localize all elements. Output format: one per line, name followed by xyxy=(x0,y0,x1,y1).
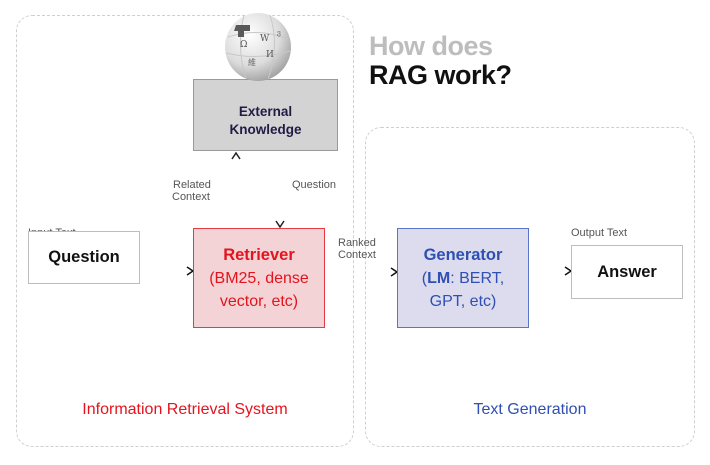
output-text-caption: Output Text xyxy=(571,227,628,239)
related-context-line-1: Related xyxy=(173,179,211,191)
generator-lm-rest: : BERT, xyxy=(450,269,505,287)
svg-text:Ω: Ω xyxy=(240,40,247,50)
related-context-label: Related Context xyxy=(172,179,211,203)
ranked-context-line-1: Ranked xyxy=(338,237,376,249)
external-knowledge-box: External Knowledge xyxy=(193,79,338,151)
ranked-context-line-2: Context xyxy=(338,249,376,261)
retriever-header: Retriever xyxy=(223,245,295,264)
generator-line-2: GPT, etc) xyxy=(429,292,497,310)
question-label: Question xyxy=(48,248,120,266)
arrow-question-down xyxy=(275,152,285,229)
related-context-line-2: Context xyxy=(172,191,210,203)
arrow-question-to-retriever xyxy=(145,266,195,276)
text-generation-label: Text Generation xyxy=(473,401,587,418)
generator-paren: ( xyxy=(421,269,428,287)
arrow-related-context xyxy=(231,151,241,225)
external-knowledge-line-1: External xyxy=(238,104,293,119)
retriever-line-1: (BM25, dense xyxy=(209,269,309,287)
information-retrieval-region: Information Retrieval System xyxy=(16,15,354,447)
retriever-line-2: vector, etc) xyxy=(219,292,299,310)
wikipedia-globe-icon: Ω W И 維 ვ xyxy=(225,13,291,81)
title-line-2: RAG work? xyxy=(369,60,512,90)
ranked-context-label: Ranked Context xyxy=(338,237,376,261)
generator-lm: LM xyxy=(427,269,451,287)
title-line-1: How does xyxy=(369,31,493,61)
question-edge-label: Question xyxy=(292,179,337,191)
svg-text:И: И xyxy=(266,50,274,60)
generator-box: Generator (LM: BERT, GPT, etc) xyxy=(397,228,529,328)
text-generation-region: Text Generation xyxy=(365,127,695,447)
external-knowledge-line-2: Knowledge xyxy=(229,122,302,137)
arrow-generator-to-answer xyxy=(532,266,573,276)
generator-header: Generator xyxy=(423,245,503,264)
generator-line-1: (LM: BERT, xyxy=(422,267,504,290)
answer-box: Answer xyxy=(571,245,683,299)
svg-text:維: 維 xyxy=(248,57,256,67)
answer-label: Answer xyxy=(597,262,657,281)
page-title: How does RAG work? xyxy=(369,32,512,90)
information-retrieval-label: Information Retrieval System xyxy=(82,401,288,418)
svg-text:ვ: ვ xyxy=(277,29,281,37)
question-box: Question xyxy=(28,231,140,284)
arrow-ranked-context xyxy=(330,267,399,277)
svg-text:W: W xyxy=(260,34,270,44)
retriever-box: Retriever (BM25, dense vector, etc) xyxy=(193,228,325,328)
